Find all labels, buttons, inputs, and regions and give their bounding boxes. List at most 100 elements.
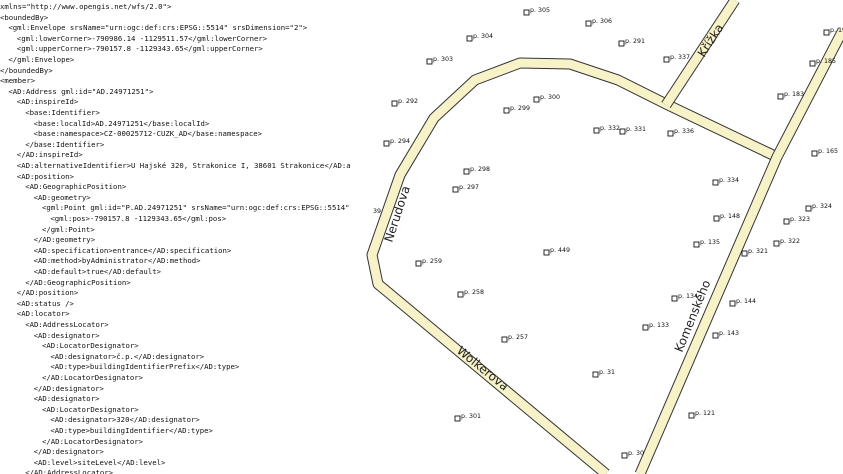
parcel-square-icon (618, 40, 625, 47)
parcel-marker[interactable]: p. 449 (543, 247, 570, 256)
parcel-marker[interactable]: p. 298 (463, 166, 490, 175)
xml-line: <gml:lowerCorner>-790986.14 -1129511.57<… (16, 33, 268, 43)
parcel-marker[interactable]: p. 165 (811, 148, 838, 157)
xml-line: </gml:Point> (42, 224, 95, 234)
parcel-marker[interactable]: p. 31 (592, 369, 615, 378)
parcel-label: p. 194 (830, 27, 843, 34)
parcel-marker[interactable]: p. 259 (415, 258, 442, 267)
xml-line: </AD:geometry> (33, 235, 96, 245)
xml-line: <boundedBy> (0, 12, 49, 22)
parcel-label: p. 258 (464, 289, 484, 296)
parcel-label: p. 336 (674, 128, 694, 135)
road-krizka (662, 0, 739, 108)
parcel-marker[interactable]: p. 332 (593, 125, 620, 134)
parcel-square-icon (663, 56, 670, 63)
xml-line: </AD:position> (16, 288, 79, 298)
xml-line: <AD:LocatorDesignator> (42, 404, 139, 414)
parcel-marker[interactable]: p. 257 (501, 334, 528, 343)
parcel-marker[interactable]: p. 194 (823, 27, 843, 36)
parcel-marker[interactable]: p. 331 (619, 126, 646, 135)
street-label-krizka: Křížka (695, 21, 727, 59)
parcel-label: p. 183 (784, 91, 804, 98)
parcel-marker[interactable]: p. 321 (741, 248, 768, 257)
xml-line: <AD:locator> (16, 309, 70, 319)
parcel-square-icon (642, 324, 649, 331)
parcel-marker[interactable]: p. 183 (777, 91, 804, 100)
parcel-label: p. 449 (550, 247, 570, 254)
parcel-marker[interactable]: p. 297 (452, 184, 479, 193)
parcel-label: p. 299 (510, 105, 530, 112)
parcel-marker[interactable]: p. 304 (466, 33, 493, 42)
parcel-label: p. 298 (470, 166, 490, 173)
xml-line: </AD:designator> (33, 383, 104, 393)
parcel-label: p. 31 (599, 369, 615, 376)
parcel-label: p. 324 (812, 203, 832, 210)
parcel-marker[interactable]: p. 294 (383, 138, 410, 147)
parcel-marker[interactable]: p. 258 (457, 289, 484, 298)
map-stray-label: 39 (373, 208, 381, 215)
street-label-wolkerova: Wolkerova (454, 343, 511, 393)
parcel-square-icon (713, 215, 720, 222)
parcel-marker[interactable]: p. 299 (503, 105, 530, 114)
parcel-marker[interactable]: p. 148 (713, 213, 740, 222)
parcel-square-icon (466, 35, 473, 42)
parcel-label: p. 143 (719, 330, 739, 337)
parcel-label: p. 305 (530, 7, 550, 14)
xml-line: <AD:geometry> (33, 192, 91, 202)
xml-line: </AD:AddressLocator> (25, 468, 114, 474)
xml-line: <AD:designator>č.p.</AD:designator> (50, 351, 205, 361)
parcel-marker[interactable]: p. 134 (671, 293, 698, 302)
parcel-marker[interactable]: p. 324 (805, 203, 832, 212)
xml-line: <gml:upperCorner>-790157.8 -1129343.65</… (16, 44, 263, 54)
parcel-marker[interactable]: p. 303 (426, 56, 453, 65)
parcel-marker[interactable]: p. 135 (693, 239, 720, 248)
parcel-label: p. 144 (736, 298, 756, 305)
parcel-label: p. 303 (433, 56, 453, 63)
xml-line: <AD:GeographicPosition> (25, 182, 127, 192)
parcel-square-icon (693, 241, 700, 248)
parcel-marker[interactable]: p. 30 (621, 450, 644, 459)
parcel-marker[interactable]: p. 323 (783, 216, 810, 225)
parcel-square-icon (688, 412, 695, 419)
xml-line: <gml:Envelope srsName="urn:ogc:def:crs:E… (8, 23, 308, 33)
parcel-marker[interactable]: p. 143 (712, 330, 739, 339)
parcel-marker[interactable]: p. 185 (809, 58, 836, 67)
parcel-label: p. 331 (626, 126, 646, 133)
xml-line: <AD:position> (16, 171, 74, 181)
parcel-square-icon (671, 295, 678, 302)
xml-line: <AD:default>true</AD:default> (33, 267, 161, 276)
xml-line: <AD:designator>320</AD:designator> (50, 415, 200, 425)
parcel-square-icon (503, 107, 510, 114)
parcel-marker[interactable]: p. 144 (729, 298, 756, 307)
parcel-marker[interactable]: p. 300 (533, 94, 560, 103)
parcel-marker[interactable]: p. 292 (391, 98, 418, 107)
parcel-label: p. 337 (670, 54, 690, 61)
xml-line: </AD:inspireId> (16, 150, 83, 160)
parcel-marker[interactable]: p. 337 (663, 54, 690, 63)
parcel-marker[interactable]: p. 306 (585, 18, 612, 27)
parcel-square-icon (463, 168, 470, 175)
parcel-marker[interactable]: p. 305 (523, 7, 550, 16)
xml-response-panel: xmlns="http://www.opengis.net/wfs/2.0"><… (0, 0, 380, 474)
parcel-marker[interactable]: p. 291 (618, 38, 645, 47)
parcel-square-icon (712, 332, 719, 339)
xml-line: <AD:designator> (33, 394, 100, 404)
xml-line: <AD:type>buildingIdentifierPrefix</AD:ty… (50, 362, 240, 372)
parcel-marker[interactable]: p. 301 (454, 413, 481, 422)
parcel-label: p. 304 (473, 33, 493, 40)
parcel-square-icon (391, 100, 398, 107)
parcel-markers: p. 305 p. 306 p. 304 p. 291 p. 303 p. 337 p. 1… (383, 7, 843, 459)
xml-line: <AD:status /> (16, 298, 74, 308)
parcel-label: p. 148 (720, 213, 740, 220)
parcel-marker[interactable]: p. 336 (667, 128, 694, 137)
parcel-marker[interactable]: p. 133 (642, 322, 669, 331)
parcel-marker[interactable]: p. 334 (712, 177, 739, 186)
xml-line: <AD:Address gml:id="AD.24971251"> (8, 86, 154, 96)
parcel-label: p. 292 (398, 98, 418, 105)
parcel-label: p. 257 (508, 334, 528, 341)
parcel-square-icon (773, 240, 780, 247)
parcel-marker[interactable]: p. 322 (773, 238, 800, 247)
xml-line: </AD:GeographicPosition> (25, 277, 131, 287)
parcel-marker[interactable]: p. 121 (688, 410, 715, 419)
